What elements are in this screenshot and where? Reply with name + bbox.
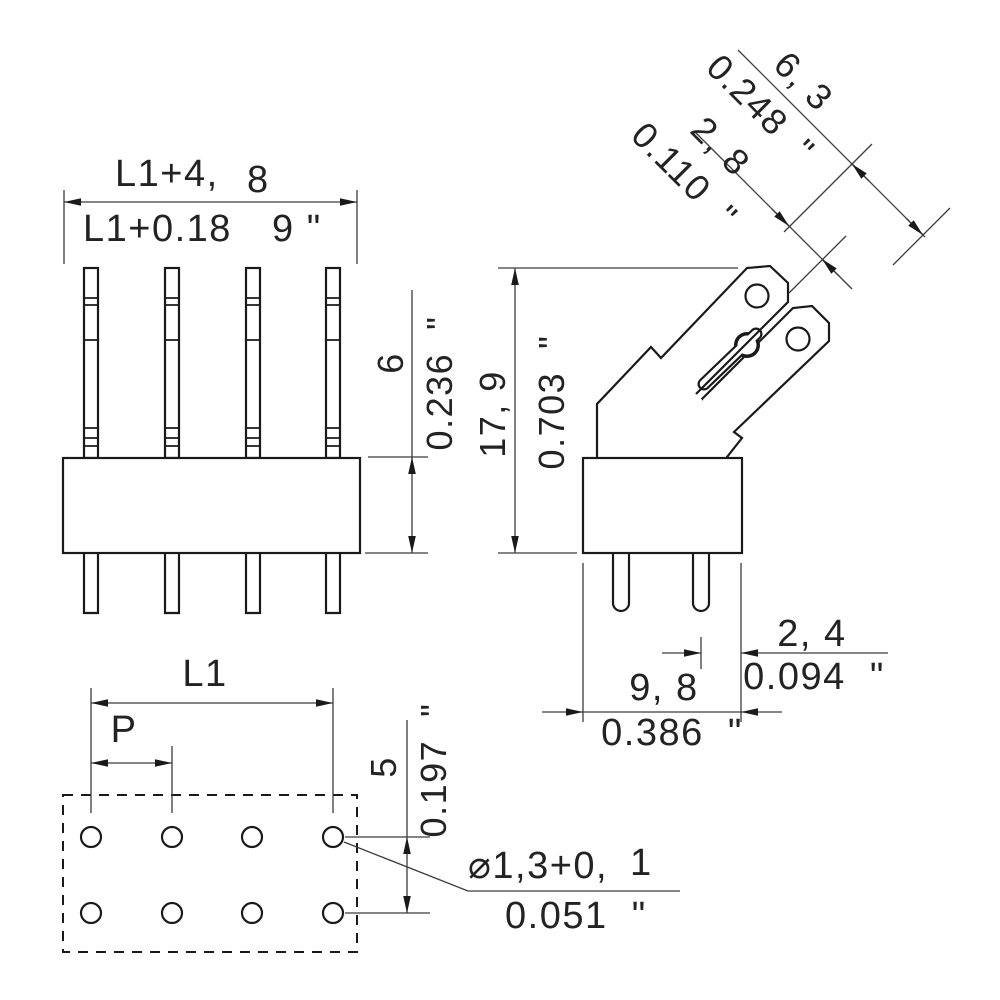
front-view-lower-pins [82,553,342,615]
row-spacing-in-label: 0.197 " [413,703,454,838]
hole-dia-in-label: 0.051 " [505,895,647,937]
side-view-pins [611,553,711,613]
front-width-mm-frac-label: 8 [247,159,270,201]
front-width-in-label: L1+0.18 [83,208,232,250]
hole-dia-mm-label: ⌀1,3+0, [468,845,608,887]
pin-to-edge-mm-label: 2, 4 [777,613,846,655]
front-view-body [61,456,362,555]
side-bottom-dimensions [542,563,888,722]
side-height-in-label: 0.703 " [531,335,572,470]
front-tab-fill [597,266,788,458]
front-height-dimension [365,290,428,554]
front-tab-hole [744,283,770,309]
rear-tab-hole [785,326,811,352]
footprint-holes [79,825,345,925]
pin-detail-lines [84,297,340,447]
footprint-view: L1 P 5 0.197 " ⌀1,3+0, 1 0.051 " [62,653,680,953]
footprint-pitch-dimension [91,746,173,813]
footprint-outline [62,794,358,953]
tab-dimensions [694,49,951,294]
hole-dia-leader [343,841,680,892]
front-width-dimension [63,190,358,264]
footprint-row-dimension [345,720,430,914]
side-view-body [581,456,744,555]
front-height-in-label: 0.236 " [419,316,460,451]
footprint-length-label: L1 [182,653,227,695]
front-height-mm-label: 6 [370,352,411,374]
front-view: L1+4, 8 L1+0.18 9 " 6 0.236 " [61,153,460,615]
front-view-upper-pins [82,266,342,460]
footprint-pitch-label: P [111,709,138,751]
depth-in-label: 0.386 " [601,712,743,754]
row-spacing-mm-label: 5 [363,756,404,778]
hole-dia-mm-frac-label: 1 [630,842,653,884]
footprint-length-dimension [90,688,334,813]
side-height-mm-label: 17, 9 [472,370,513,458]
front-tab-outline [595,264,790,458]
depth-mm-label: 9, 8 [629,667,698,709]
side-view: 17, 9 0.703 " 6, 3 0.248 " 2, 8 0.110 " [472,43,951,754]
front-width-in-frac-label: 9 " [272,208,322,250]
side-height-dimension [498,267,738,554]
pin-to-edge-in-label: 0.094 " [743,656,885,698]
front-width-mm-label: L1+4, [115,153,219,195]
